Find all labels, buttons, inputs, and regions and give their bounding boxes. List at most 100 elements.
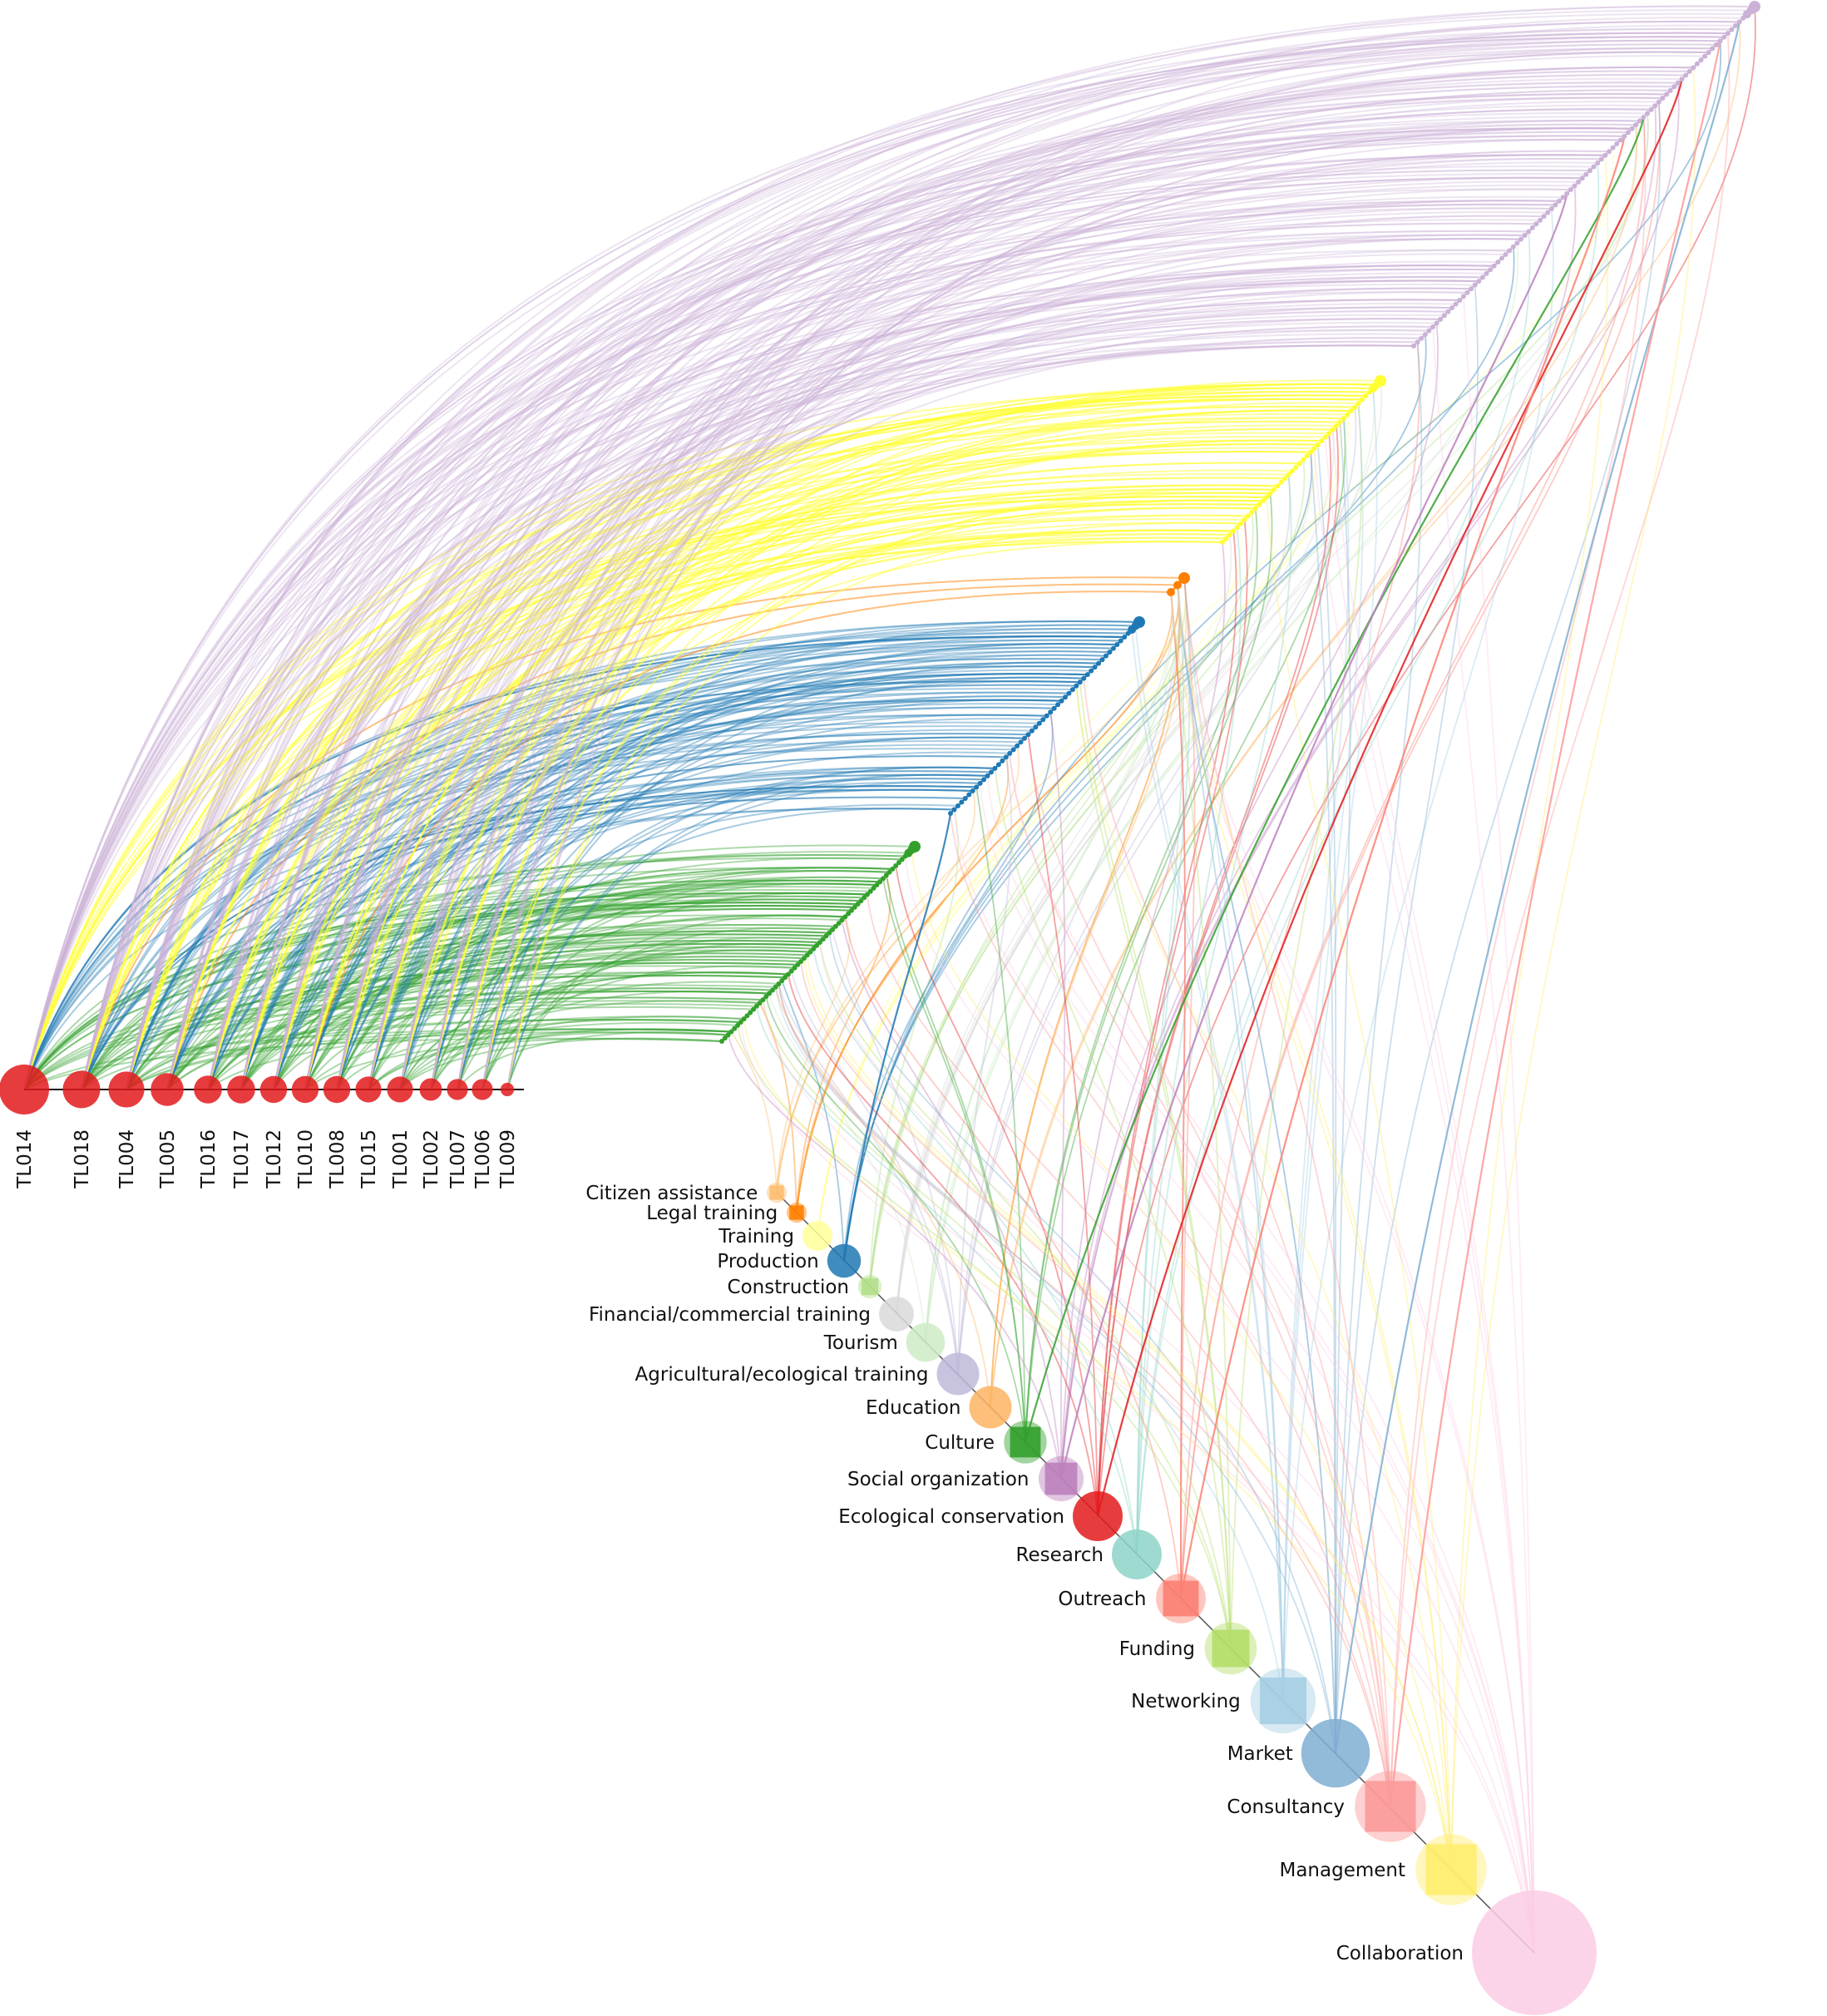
team-item-edge [81,785,977,1090]
item-node [1278,479,1284,485]
team-item-edge [207,28,1732,1090]
category-label: Collaboration [1336,1943,1464,1964]
team-item-edge [430,870,890,1090]
category-item-edge [812,948,1138,1555]
category-item-edge [1183,577,1391,1807]
item-node [1545,210,1551,215]
category-item-edge [776,585,1180,1193]
item-node [1495,259,1501,265]
team-node-tl012 [259,1075,288,1104]
team-item-edge [304,661,1099,1090]
item-node [801,956,807,961]
item-node [1084,672,1090,678]
team-item-edge [126,484,1278,1090]
item-node [1683,72,1689,78]
team-item-edge [304,892,867,1090]
item-node [1645,111,1651,116]
category-item-edge [776,790,975,1193]
team-item-edge [457,215,1544,1090]
team-item-edge [506,781,980,1090]
item-node [970,788,975,793]
team-item-edge [126,1000,760,1090]
category-node [1073,1491,1123,1541]
team-item-edge [207,450,1311,1090]
item-node [992,765,998,771]
team-item-edge [81,92,1667,1090]
category-item-edge [778,983,1336,1754]
item-node [1059,698,1064,704]
team-item-edge [304,706,1054,1090]
team-item-edge [304,879,881,1090]
item-node [1732,22,1738,28]
item-node [1322,434,1328,440]
team-item-edge [273,639,1121,1090]
item-node [1479,274,1485,280]
category-item-edge [841,920,1062,1480]
item-node [1375,375,1386,387]
team-item-edge [126,135,1625,1090]
team-item-edge [126,47,1713,1090]
team-item-edge [166,20,1740,1090]
category-item-edge [1462,296,1535,1954]
team-item-edge [81,974,786,1090]
category-item-edge [768,993,926,1343]
team-item-edge [81,284,1475,1090]
team-item-edge [399,127,1632,1090]
category-item-edge [1134,625,1284,1702]
team-item-edge [368,325,1434,1090]
category-item-edge [1180,116,1646,1599]
team-node-tl001 [387,1076,413,1103]
team-item-edge [166,808,955,1090]
category-item-edge [925,591,1173,1343]
team-item-edge [336,279,1479,1090]
team-item-edge [273,287,1472,1090]
team-node-tl006 [472,1079,493,1100]
category-item-edge [1390,116,1647,1807]
category-item-edge [1316,444,1337,1754]
item-node [1656,99,1662,105]
item-node [890,866,896,872]
item-node [867,888,873,894]
team-item-edge [23,154,1606,1090]
category-item-edge [1180,101,1661,1599]
team-item-edge [240,275,1483,1090]
category-item-edge [1096,78,1683,1517]
team-node-tl018 [62,1070,101,1109]
item-node [1557,198,1563,204]
team-item-edge [506,127,1632,1090]
team-item-edge [273,272,1487,1090]
item-node [1264,494,1270,500]
item-node [955,803,960,808]
team-item-edge [304,135,1625,1090]
team-item-edge [430,680,1080,1090]
team-item-edge [207,844,916,1090]
category-label: Social organization [847,1469,1030,1490]
item-node [1271,487,1276,492]
team-item-edge [81,439,1322,1090]
category-node [1425,1844,1477,1895]
team-item-edge [166,853,906,1090]
team-item-edge [23,680,1080,1090]
team-item-edge [126,1019,741,1090]
team-item-edge [81,127,1632,1090]
item-node [1238,521,1244,526]
item-node [839,917,845,923]
item-node [1576,179,1582,185]
item-node [1702,53,1708,59]
team-label: TL004 [116,1129,138,1189]
team-label: TL010 [295,1129,317,1189]
category-item-edge [774,986,1284,1702]
item-node [728,1029,734,1035]
team-item-edge [23,996,763,1090]
team-item-edge [207,907,852,1090]
team-item-edge [81,785,977,1090]
team-item-edge [430,101,1659,1090]
category-item-edge [758,1002,797,1213]
team-item-edge [336,778,985,1090]
item-node [1434,320,1439,326]
team-item-edge [399,1037,723,1090]
category-item-edge [1331,429,1535,1954]
team-item-edge [304,74,1686,1090]
category-item-edge [1097,6,1756,1517]
category-item-edge [867,894,1391,1807]
